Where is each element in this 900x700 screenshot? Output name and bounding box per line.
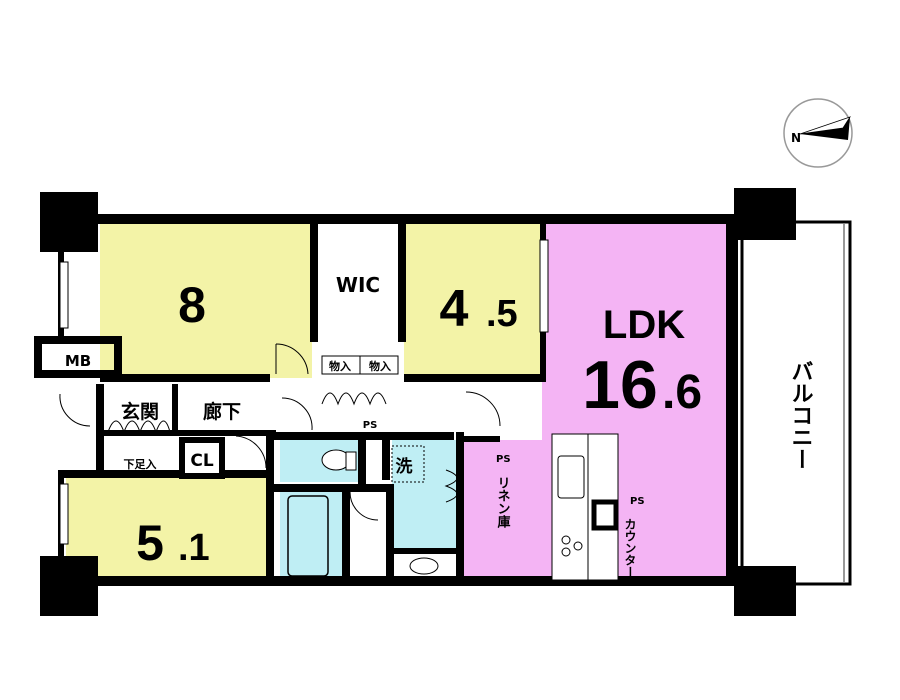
wic-label: WIC	[336, 273, 380, 297]
bedroom-5-1-int: 5	[136, 515, 164, 571]
counter-label: カウンター	[623, 518, 637, 578]
linen-label: リネン庫	[495, 476, 511, 529]
ps-kitchen-label: PS	[630, 496, 645, 507]
ldk-label: LDK	[603, 303, 685, 347]
compass-north-label: N	[791, 131, 801, 145]
mb-label: MB	[65, 352, 91, 370]
bedroom-8-area	[100, 222, 312, 378]
hallway-label: 廊下	[203, 400, 241, 423]
bedroom-5-1-dec: .1	[178, 527, 210, 569]
storage-left-label: 物入	[329, 359, 351, 373]
bedroom-4-5-int: 4	[440, 280, 469, 338]
walls	[34, 188, 796, 616]
laundry-label: 洗	[396, 456, 413, 477]
entrance-label: 玄関	[121, 400, 159, 423]
bedroom-4-5-dec: .5	[486, 293, 518, 335]
ps-linen-label: PS	[496, 454, 511, 465]
ps-hall-label: PS	[363, 420, 378, 431]
compass-icon: N	[783, 98, 853, 168]
closet-label: CL	[190, 451, 213, 471]
ldk-area-ext	[462, 440, 542, 582]
shoe-storage-label: 下足入	[124, 458, 157, 471]
washroom-area	[392, 440, 458, 552]
kitchen-counter	[551, 433, 619, 581]
balcony-area	[740, 220, 852, 586]
bedroom-8-size: 8	[178, 277, 206, 333]
balcony-label: バルコニー	[788, 360, 813, 470]
bedroom-4-5-area	[404, 222, 542, 378]
sink	[409, 557, 439, 575]
bathtub	[287, 495, 329, 577]
ldk-size-dec: .6	[662, 366, 702, 419]
ldk-size-int: 16	[582, 347, 658, 423]
bedroom-5-1-area	[66, 478, 270, 582]
storage-right-label: 物入	[369, 359, 391, 373]
